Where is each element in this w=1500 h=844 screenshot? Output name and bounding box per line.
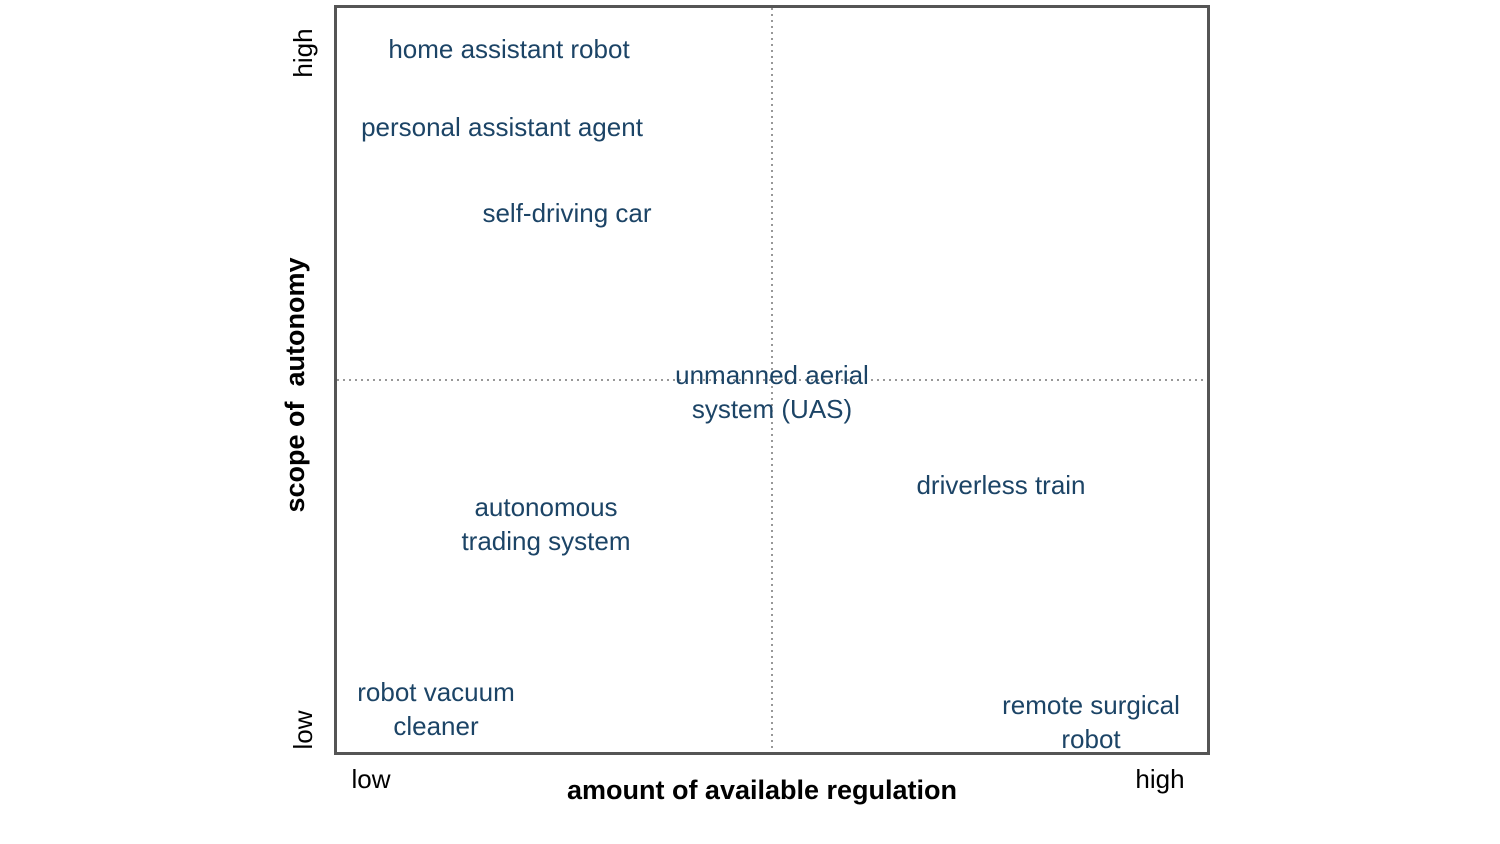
y-axis-low-label: low <box>288 710 318 749</box>
item-line: self-driving car <box>482 198 651 228</box>
item-unmanned-aerial-system: unmanned aerial system (UAS) <box>675 360 869 424</box>
x-axis-title: amount of available regulation <box>567 775 957 805</box>
item-line: autonomous <box>474 492 617 522</box>
item-line: remote surgical <box>1002 690 1180 720</box>
item-line: home assistant robot <box>388 34 630 64</box>
item-line: robot <box>1061 724 1121 754</box>
item-line: unmanned aerial <box>675 360 869 390</box>
item-line: cleaner <box>393 711 479 741</box>
item-line: personal assistant agent <box>361 112 644 142</box>
item-personal-assistant-agent: personal assistant agent <box>361 112 644 142</box>
item-line: driverless train <box>916 470 1085 500</box>
y-axis-high-label: high <box>288 28 318 77</box>
item-line: robot vacuum <box>357 677 515 707</box>
x-axis-high-label: high <box>1135 764 1184 794</box>
x-axis-low-label: low <box>351 764 390 794</box>
item-self-driving-car: self-driving car <box>482 198 651 228</box>
plot-frame <box>334 5 1210 755</box>
item-robot-vacuum-cleaner: robot vacuum cleaner <box>357 677 515 741</box>
item-line: trading system <box>461 526 630 556</box>
item-home-assistant-robot: home assistant robot <box>388 34 630 64</box>
y-axis-title: scope of autonomy <box>280 257 310 512</box>
item-remote-surgical-robot: remote surgical robot <box>1002 690 1180 754</box>
item-autonomous-trading-system: autonomous trading system <box>461 492 630 556</box>
item-line: system (UAS) <box>692 394 852 424</box>
item-driverless-train: driverless train <box>916 470 1085 500</box>
